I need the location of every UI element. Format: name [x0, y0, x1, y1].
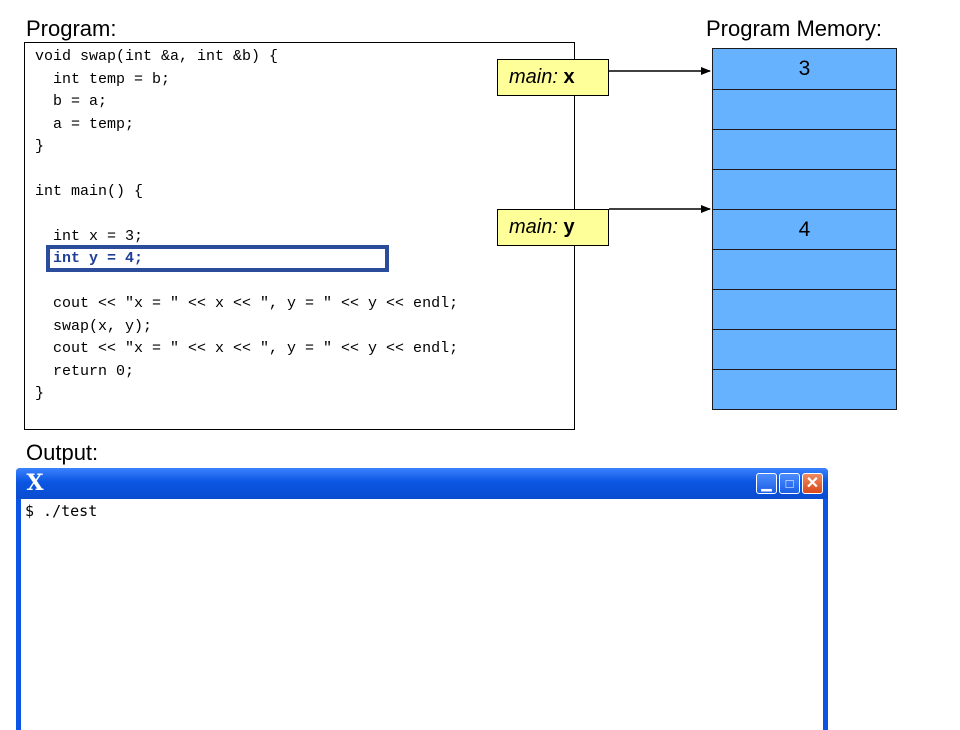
close-button[interactable]: ✕ [802, 473, 823, 494]
code-line: cout << "x = " << x << ", y = " << y << … [35, 340, 459, 357]
close-icon: ✕ [805, 475, 820, 492]
code-line: b = a; [35, 93, 108, 110]
variable-scope: main: [509, 66, 558, 88]
code-line: int temp = b; [35, 71, 171, 88]
output-heading: Output: [26, 440, 99, 465]
minimize-button[interactable]: ▁ [756, 473, 777, 494]
memory-cell [713, 329, 896, 369]
terminal-window: X ▁ □ ✕ $ ./test [16, 468, 828, 730]
program-heading: Program: [26, 16, 117, 41]
code-line: } [35, 138, 45, 155]
code-line: int main() { [35, 183, 144, 200]
program-memory: 3 4 [712, 48, 897, 410]
memory-cell [713, 369, 896, 409]
code-line: int x = 3; [35, 228, 144, 245]
code-line: swap(x, y); [35, 318, 153, 335]
terminal-output: $ ./test [25, 502, 98, 520]
code-line: void swap(int &a, int &b) { [35, 48, 279, 65]
code-line: a = temp; [35, 116, 135, 133]
memory-cell [713, 169, 896, 209]
minimize-icon: ▁ [761, 476, 772, 491]
memory-cell [713, 129, 896, 169]
code-line: } [35, 385, 45, 402]
current-line-highlight [46, 245, 389, 272]
memory-cell [713, 289, 896, 329]
code-line-current: int y = 4; [35, 250, 144, 267]
memory-cell: 4 [713, 209, 896, 249]
code-line: cout << "x = " << x << ", y = " << y << … [35, 295, 459, 312]
code-line: return 0; [35, 363, 135, 380]
terminal-body[interactable]: $ ./test [21, 499, 823, 730]
variable-name: x [563, 66, 575, 88]
memory-cell [713, 249, 896, 289]
memory-cell [713, 89, 896, 129]
variable-label-y: main: y [497, 209, 609, 246]
variable-scope: main: [509, 216, 558, 238]
x-logo-icon: X [26, 470, 44, 496]
code-panel: void swap(int &a, int &b) { int temp = b… [24, 42, 575, 430]
variable-name: y [563, 216, 575, 238]
maximize-button[interactable]: □ [779, 473, 800, 494]
memory-heading: Program Memory: [706, 16, 883, 41]
variable-label-x: main: x [497, 59, 609, 96]
memory-cell: 3 [798, 57, 811, 80]
terminal-titlebar[interactable]: X ▁ □ ✕ [16, 468, 828, 499]
maximize-icon: □ [785, 476, 794, 491]
